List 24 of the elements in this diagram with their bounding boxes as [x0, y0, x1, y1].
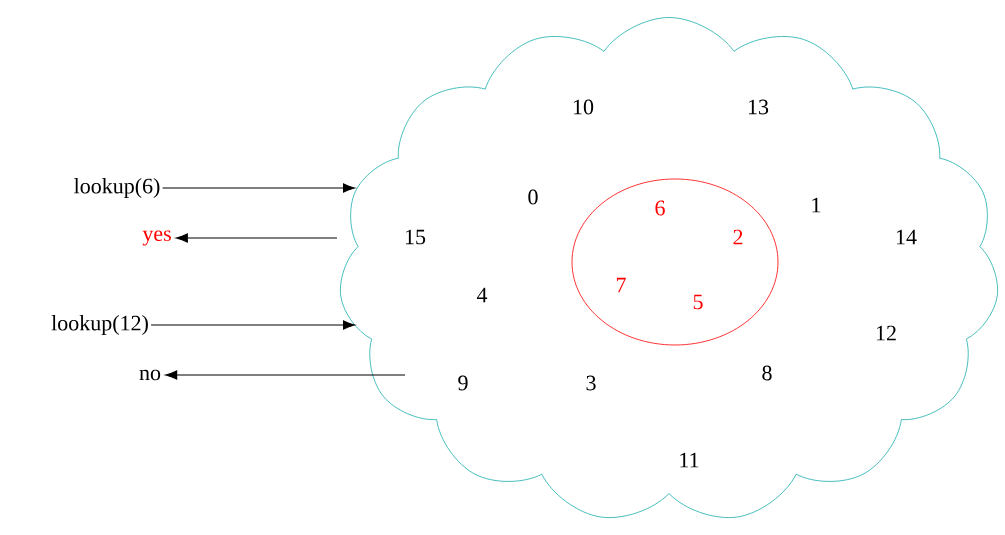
number-label: 6 — [655, 200, 665, 216]
number-label: 12 — [876, 325, 896, 341]
number-label: 4 — [476, 287, 488, 303]
number-label: 3 — [586, 375, 596, 391]
arrow — [175, 233, 338, 243]
number-label: 5 — [693, 294, 703, 310]
arrow — [150, 320, 356, 330]
arrow — [162, 183, 356, 193]
number-label: 2 — [733, 229, 743, 245]
number-label: 13 — [748, 99, 769, 115]
text-label: lookup(12) — [51, 315, 148, 335]
arrow — [165, 370, 406, 380]
number-label: 15 — [405, 229, 426, 245]
text-label: no — [139, 369, 161, 381]
number-label: 10 — [573, 99, 594, 115]
number-label: 14 — [896, 229, 917, 245]
number-label: 0 — [528, 189, 538, 205]
number-label: 1 — [812, 197, 821, 213]
number-label: 11 — [680, 452, 699, 468]
number-label: 9 — [458, 375, 468, 391]
number-label: 8 — [762, 365, 772, 381]
text-label: lookup(6) — [74, 178, 160, 198]
text-label: yes — [142, 230, 171, 246]
number-label: 7 — [616, 277, 626, 293]
